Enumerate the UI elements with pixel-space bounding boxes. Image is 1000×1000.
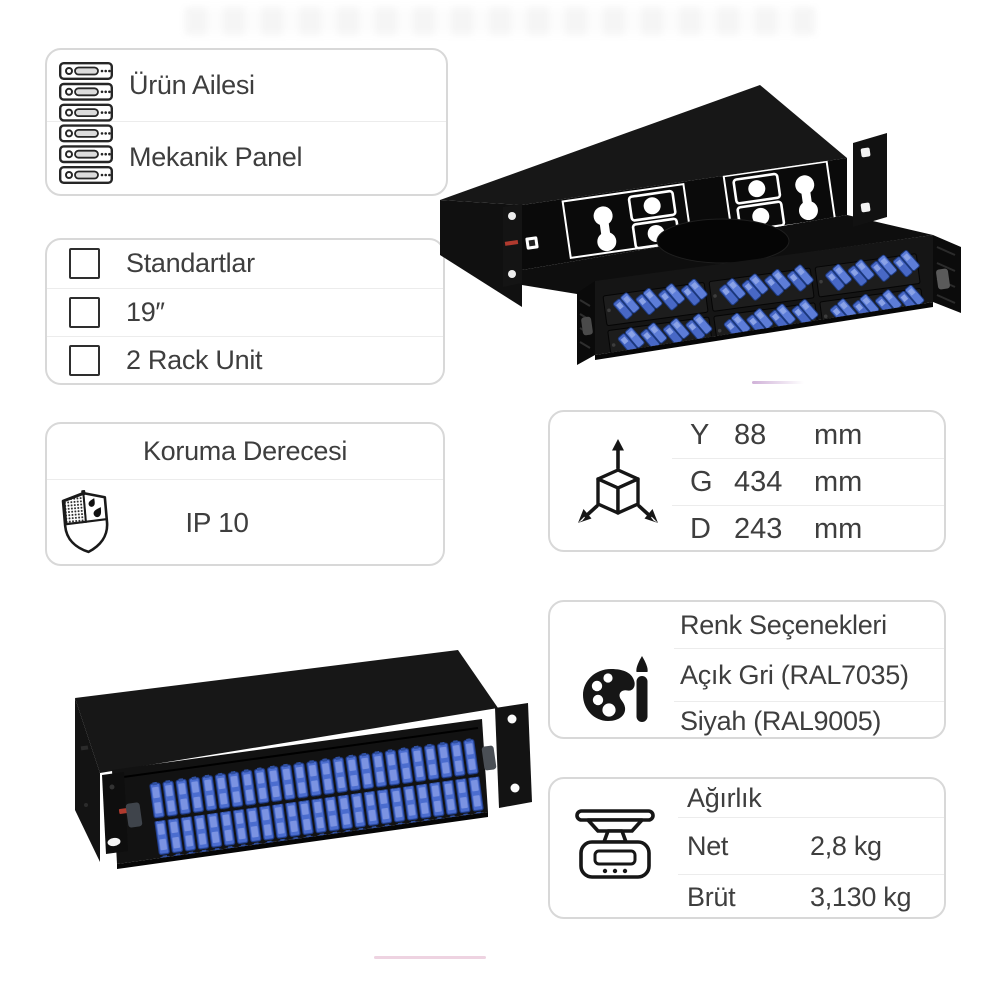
drawer-latch[interactable] (581, 316, 593, 336)
dimensions-3d-axes-icon (578, 439, 658, 523)
dimension-axis: Y (690, 418, 710, 451)
weight-label: Net (687, 830, 729, 861)
standard-row: Standartlar (47, 240, 443, 288)
drawer[interactable] (577, 235, 961, 365)
standard-row: 19″ (47, 287, 443, 337)
weight-title: Ağırlık (687, 782, 762, 813)
panel-latch[interactable] (125, 802, 143, 828)
dimension-row: Y 88 mm (550, 412, 944, 458)
dimension-value: 243 (734, 512, 783, 545)
weight-value: 3,130 kg (810, 882, 912, 912)
card-color-options: Renk Seçenekleri Açık Gri (RAL7035) Siya… (548, 600, 946, 739)
product-family-title: Ürün Ailesi (129, 70, 255, 100)
card-product-family: Ürün Ailesi Mekanik Panel (45, 48, 448, 196)
brand-logo-red (504, 240, 519, 246)
protection-rating: IP 10 (185, 506, 249, 538)
dimension-value: 88 (734, 418, 767, 451)
product-name: Mekanik Panel (129, 142, 303, 172)
weight-row: Brüt 3,130 kg (678, 874, 944, 920)
standard-row: 2 Rack Unit (47, 336, 443, 385)
dimension-value: 434 (734, 465, 783, 498)
standard-label: Standartlar (126, 248, 255, 279)
checkbox-standartlar[interactable] (69, 248, 100, 280)
color-option: Siyah (RAL9005) (680, 705, 882, 736)
usb-port-icon (525, 236, 539, 250)
card-protection-degree: Koruma Derecesi (45, 422, 445, 566)
weight-row: Net 2,8 kg (678, 817, 944, 874)
color-option-row: Siyah (RAL9005) (674, 701, 944, 740)
weight-title-row: Ağırlık (550, 779, 944, 817)
weighing-scale-icon (575, 809, 655, 879)
weight-label: Brüt (687, 882, 736, 912)
dimension-axis: G (690, 465, 713, 498)
palette-brush-icon (583, 656, 648, 722)
checkbox-19-inch[interactable] (69, 296, 100, 328)
dimension-row: G 434 mm (672, 458, 944, 505)
dimension-axis: D (690, 512, 711, 545)
protection-title-row: Koruma Derecesi (47, 424, 443, 480)
card-standards: Standartlar 19″ 2 Rack Unit (45, 238, 445, 385)
dimension-row: D 243 mm (672, 505, 944, 552)
product-family-title-row: Ürün Ailesi (47, 50, 446, 122)
dimension-unit: mm (814, 512, 863, 545)
protection-rating-row: IP 10 (47, 480, 443, 565)
dimension-unit: mm (814, 418, 863, 451)
product-image-front-view (75, 650, 532, 869)
faded-watermark-text (185, 7, 815, 35)
panel-latch[interactable] (481, 745, 497, 771)
standard-label: 19″ (126, 296, 165, 327)
weight-value: 2,8 kg (810, 830, 882, 861)
right-mounting-ear (853, 133, 887, 227)
right-mounting-ear (495, 703, 532, 808)
protection-shield-icon (61, 490, 109, 554)
color-option-row: Açık Gri (RAL7035) (674, 648, 944, 701)
product-family-name-row: Mekanik Panel (47, 122, 446, 193)
cable-spool-dome (656, 218, 790, 264)
drawer-latch[interactable] (936, 268, 951, 290)
scan-artifact (374, 956, 486, 959)
color-options-title: Renk Seçenekleri (680, 609, 887, 640)
card-weight: Ağırlık Net 2,8 kg Brüt 3,130 kg (548, 777, 946, 919)
scan-artifact (752, 381, 804, 384)
rack-servers-icon (59, 62, 113, 184)
color-option: Açık Gri (RAL7035) (680, 659, 909, 690)
left-mounting-ear (503, 204, 539, 287)
dimension-unit: mm (814, 465, 863, 498)
product-image-open-drawer (440, 85, 961, 365)
color-options-title-row: Renk Seçenekleri (550, 602, 944, 648)
connector-array (148, 737, 486, 859)
checkbox-2-rack-unit[interactable] (69, 345, 100, 377)
standard-label: 2 Rack Unit (126, 345, 263, 376)
card-dimensions: Y 88 mm G 434 mm D 243 mm (548, 410, 946, 552)
protection-title: Koruma Derecesi (142, 436, 348, 466)
